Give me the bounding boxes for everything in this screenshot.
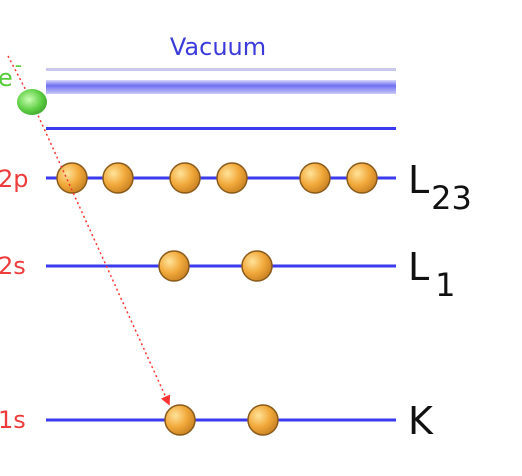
electron-2p-2	[102, 162, 134, 194]
electron-2p-4	[216, 162, 248, 194]
shell-label-l23-sub: 23	[431, 179, 472, 217]
shell-label-l1-main: L	[408, 245, 429, 289]
electrons-2p	[56, 162, 378, 194]
orbital-label-2p: 2p	[0, 165, 29, 193]
electron-2p-5	[299, 162, 331, 194]
electron-2p-1	[56, 162, 88, 194]
electron-2p-6	[346, 162, 378, 194]
vacuum-top-line	[46, 68, 396, 71]
vacuum-level-line	[46, 127, 396, 130]
orbital-label-2s: 2s	[0, 252, 26, 280]
electron-2s-2	[241, 250, 273, 282]
electron-label: e-	[0, 53, 22, 92]
electrons-1s	[164, 404, 279, 436]
electron-1s-1	[164, 404, 196, 436]
vacuum-band	[46, 80, 396, 94]
shell-label-l1-sub: 1	[435, 266, 455, 304]
electron-1s-2	[247, 404, 279, 436]
incident-electron	[17, 89, 47, 115]
orbital-label-1s: 1s	[0, 406, 26, 434]
electron-label-base: e	[0, 64, 13, 92]
electron-2s-1	[158, 250, 190, 282]
electrons-2s	[158, 250, 273, 282]
electron-label-superscript: -	[15, 53, 22, 77]
shell-label-l23: L23	[408, 158, 472, 217]
electron-2p-3	[169, 162, 201, 194]
shell-label-k: K	[408, 399, 434, 443]
shell-label-l23-main: L	[408, 158, 429, 202]
vacuum-label: Vacuum	[170, 33, 266, 61]
incident-trajectory-arrow	[31, 101, 171, 406]
